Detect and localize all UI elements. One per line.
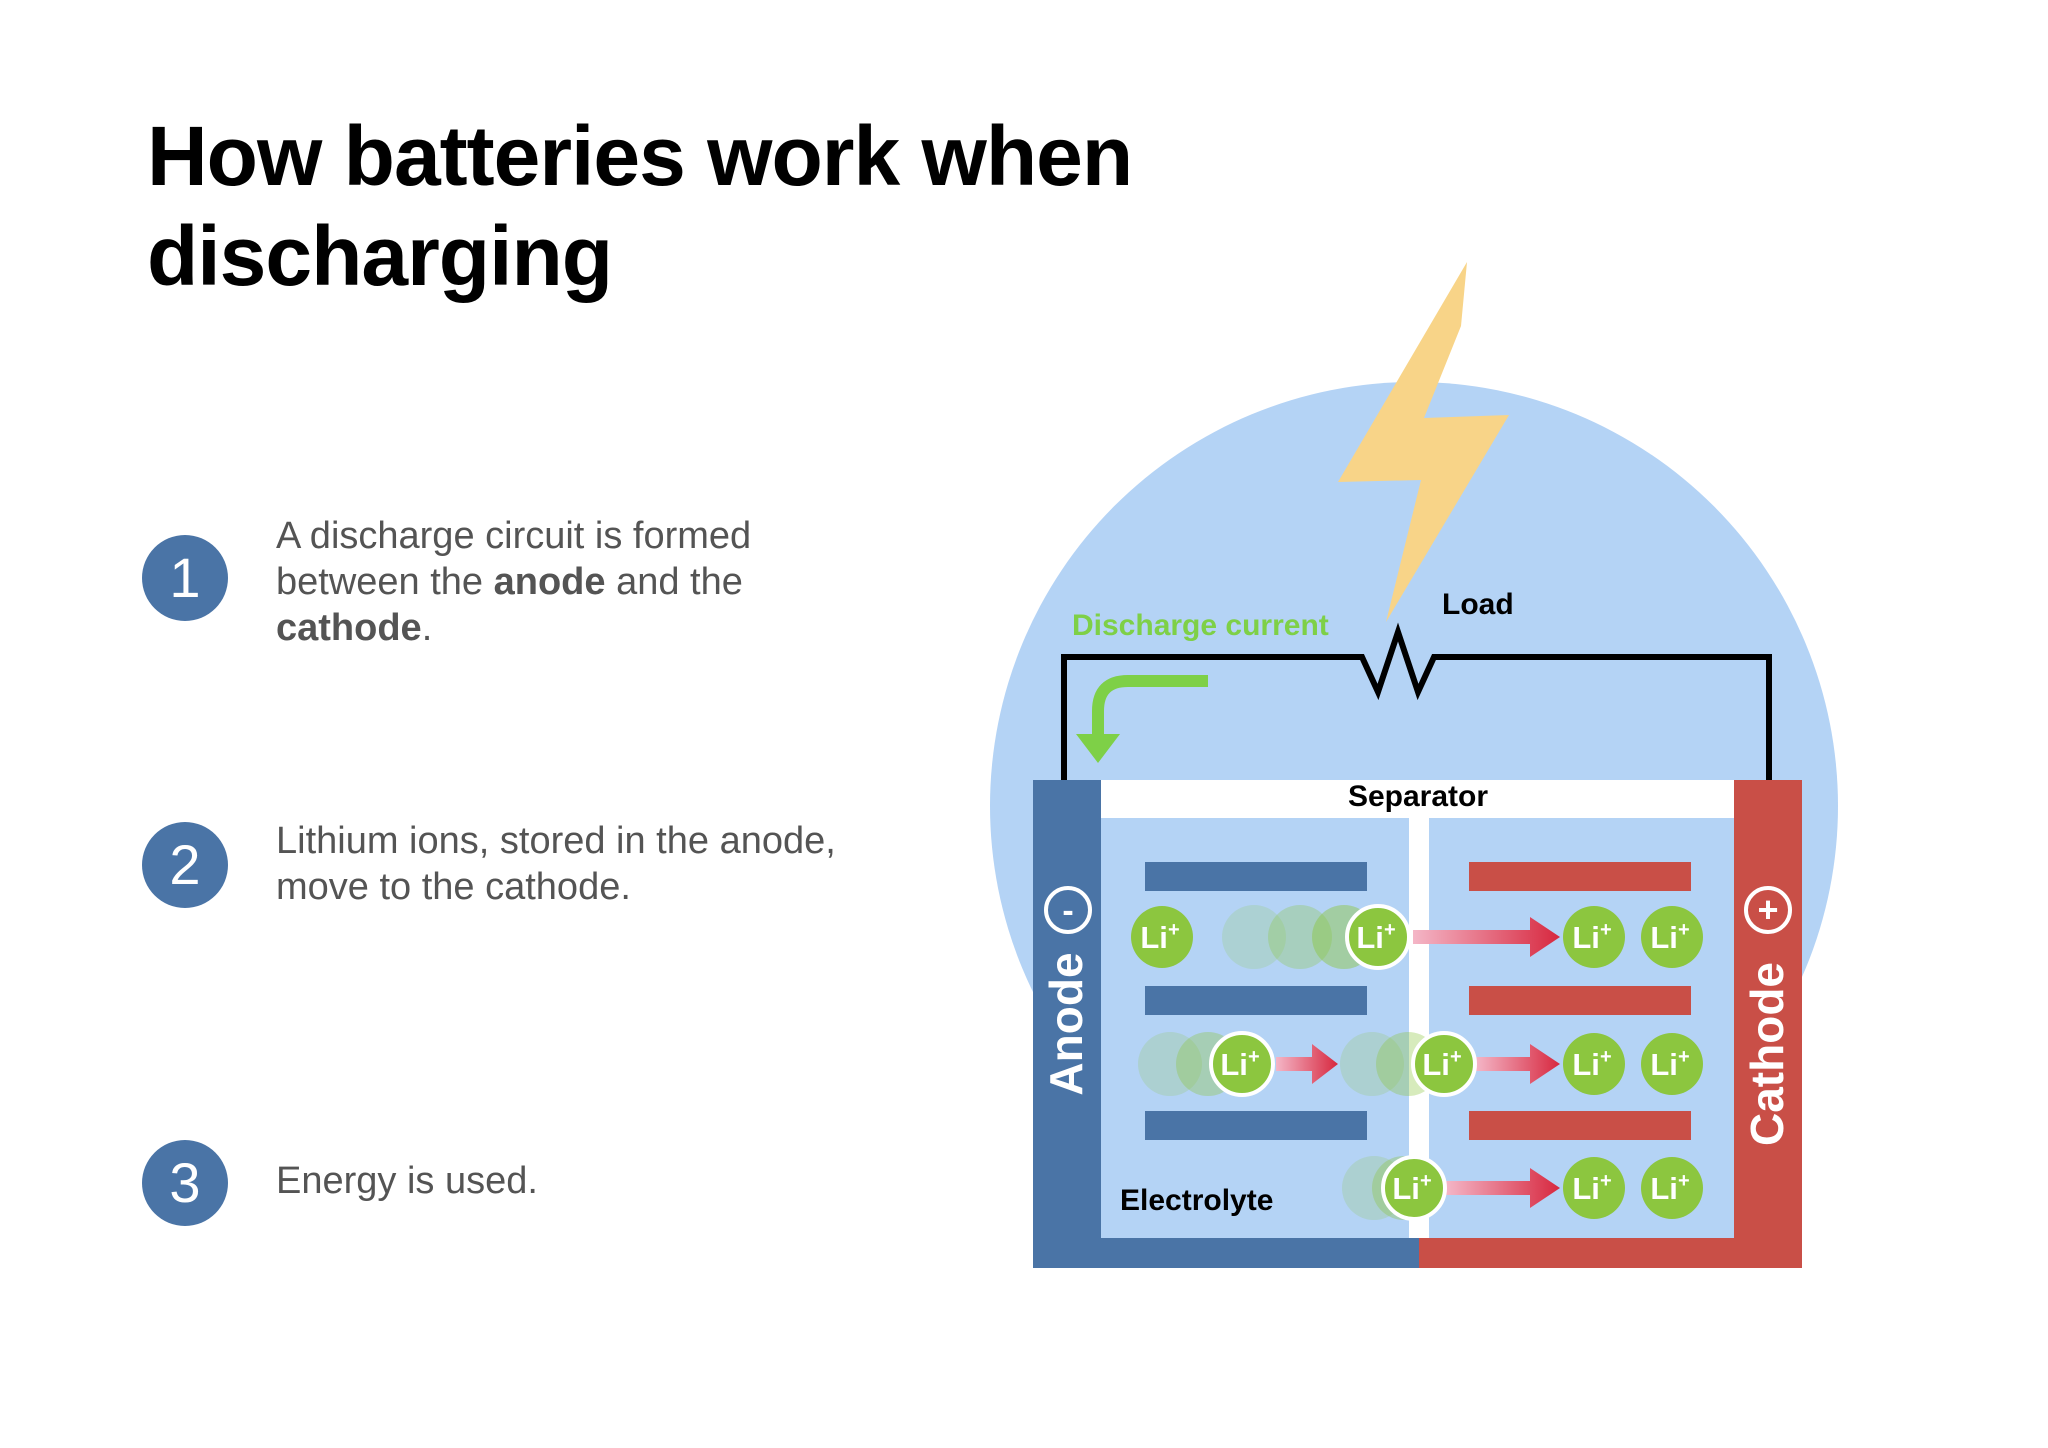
lithium-ion: Li+ <box>1209 1031 1275 1097</box>
step-number-badge: 1 <box>142 535 228 621</box>
cathode-plate <box>1734 780 1802 1268</box>
lithium-ion-charge: + <box>1248 1046 1260 1068</box>
cathode-sign: + <box>1757 889 1778 930</box>
lithium-ion-label: Li+ <box>1392 1170 1431 1206</box>
separator-band <box>1101 780 1734 818</box>
anode-layer <box>1145 1111 1367 1140</box>
lithium-ion-symbol: Li <box>1140 920 1168 955</box>
lithium-ion-label: Li+ <box>1650 1170 1689 1206</box>
lithium-ion-label: Li+ <box>1220 1046 1259 1082</box>
lithium-ion-symbol: Li <box>1650 1047 1678 1082</box>
ion-flow-arrow <box>1476 1044 1560 1084</box>
lithium-ion-charge: + <box>1450 1046 1462 1068</box>
step-text: A discharge circuit is formed between th… <box>276 513 836 651</box>
discharge-current-arrow <box>1092 675 1208 735</box>
anode-sign: - <box>1062 892 1073 930</box>
lithium-ion-charge: + <box>1168 919 1180 941</box>
lithium-ion-charge: + <box>1678 1170 1690 1192</box>
lithium-ion-symbol: Li <box>1650 1171 1678 1206</box>
lithium-ion: Li+ <box>1563 1157 1625 1219</box>
lithium-ion-symbol: Li <box>1650 920 1678 955</box>
cathode-layer <box>1469 986 1691 1015</box>
negative-terminal-icon <box>1044 886 1092 934</box>
discharge-current-arrowhead <box>1076 734 1120 763</box>
lithium-ion-symbol: Li <box>1220 1047 1248 1082</box>
lithium-ion-charge: + <box>1678 919 1690 941</box>
anode-base <box>1033 1238 1419 1268</box>
lithium-ion-charge: + <box>1600 1046 1612 1068</box>
separator-label: Separator <box>1348 780 1488 813</box>
step-text-run: A discharge circuit is formed between th… <box>276 515 752 603</box>
cathode-base <box>1419 1238 1802 1268</box>
step-text-run: . <box>421 607 433 649</box>
load-label: Load <box>1442 588 1514 621</box>
lithium-ion-label: Li+ <box>1356 919 1395 955</box>
lithium-ion-symbol: Li <box>1572 1047 1600 1082</box>
lithium-ion-label: Li+ <box>1572 919 1611 955</box>
lithium-ion-symbol: Li <box>1572 1171 1600 1206</box>
anode-layer <box>1145 862 1367 891</box>
lithium-ions: Li+Li+Li+Li+Li+Li+Li+Li+Li+Li+Li+ <box>1131 904 1703 1221</box>
lithium-ion-charge: + <box>1420 1170 1432 1192</box>
lithium-ion: Li+ <box>1641 906 1703 968</box>
ion-flow-arrow <box>1446 1168 1560 1208</box>
cathode-layer <box>1469 862 1691 891</box>
lithium-ion-symbol: Li <box>1392 1171 1420 1206</box>
circuit-wire <box>1061 622 1772 780</box>
lightning-bolt-icon <box>1338 262 1509 622</box>
discharge-current-label: Discharge current <box>1072 609 1329 642</box>
anode-layer <box>1145 986 1367 1015</box>
step-text-run: Lithium ions, stored in the anode, move … <box>276 820 836 908</box>
electrolyte-label: Electrolyte <box>1120 1184 1273 1217</box>
anode-plate <box>1033 780 1101 1268</box>
cathode-label: Cathode <box>1741 962 1793 1146</box>
step-number-badge: 2 <box>142 822 228 908</box>
ion-flow-arrow <box>1413 917 1560 957</box>
lithium-ion-label: Li+ <box>1140 919 1179 955</box>
lithium-ion-label: Li+ <box>1422 1046 1461 1082</box>
lithium-ion: Li+ <box>1641 1033 1703 1095</box>
step-number-badge: 3 <box>142 1140 228 1226</box>
positive-terminal-icon <box>1744 886 1792 934</box>
lithium-ion-label: Li+ <box>1650 919 1689 955</box>
step-text-run: Energy is used. <box>276 1160 538 1202</box>
lithium-ion-charge: + <box>1384 919 1396 941</box>
step-text-emphasis: anode <box>493 561 606 603</box>
lithium-ion: Li+ <box>1641 1157 1703 1219</box>
cathode-layer <box>1469 1111 1691 1140</box>
page-title: How batteries work when discharging <box>147 109 1133 303</box>
separator <box>1409 818 1429 1238</box>
lithium-ion-symbol: Li <box>1422 1047 1450 1082</box>
lithium-ion-label: Li+ <box>1650 1046 1689 1082</box>
lithium-ion: Li+ <box>1411 1031 1477 1097</box>
lithium-ion-charge: + <box>1600 919 1612 941</box>
lithium-ion: Li+ <box>1563 906 1625 968</box>
lithium-ion-label: Li+ <box>1572 1170 1611 1206</box>
lithium-ion-charge: + <box>1600 1170 1612 1192</box>
step-text-run: and the <box>605 561 743 603</box>
anode-label: Anode <box>1040 952 1092 1095</box>
step-text-emphasis: cathode <box>276 607 422 649</box>
lithium-ion: Li+ <box>1345 904 1411 970</box>
ion-flow-arrow <box>1276 1044 1338 1084</box>
ion-flow-arrows <box>1276 917 1560 1208</box>
lithium-ion-charge: + <box>1678 1046 1690 1068</box>
step-text: Energy is used. <box>276 1158 836 1204</box>
lithium-ion: Li+ <box>1131 906 1193 968</box>
lithium-ion-label: Li+ <box>1572 1046 1611 1082</box>
lithium-ion: Li+ <box>1563 1033 1625 1095</box>
lithium-ion-symbol: Li <box>1356 920 1384 955</box>
step-text: Lithium ions, stored in the anode, move … <box>276 818 836 910</box>
lithium-ion-symbol: Li <box>1572 920 1600 955</box>
lithium-ion: Li+ <box>1381 1155 1447 1221</box>
